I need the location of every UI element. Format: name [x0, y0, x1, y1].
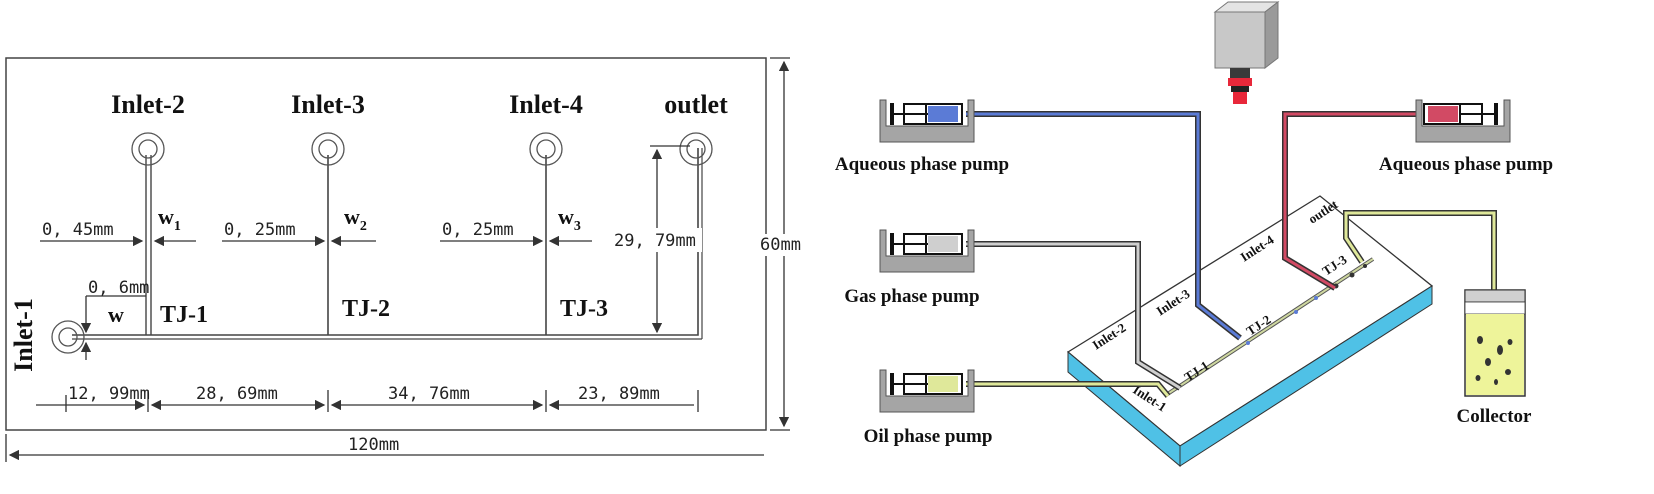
label-gas-pump: Gas phase pump — [844, 286, 979, 307]
width-callout-w: 0, 6mm w — [80, 278, 149, 360]
width-callout-w1: 0, 45mm w1 — [40, 204, 196, 247]
label-tj-2: TJ-2 — [342, 296, 390, 322]
port-inlet-1 — [51, 320, 85, 354]
svg-text:0, 25mm: 0, 25mm — [224, 220, 296, 240]
label-tj-3: TJ-3 — [560, 296, 608, 322]
svg-text:34, 76mm: 34, 76mm — [388, 384, 470, 404]
label-tj-1: TJ-1 — [160, 302, 208, 328]
svg-text:0, 25mm: 0, 25mm — [442, 220, 514, 240]
label-outlet: outlet — [664, 90, 728, 119]
pump-gas — [879, 229, 975, 273]
svg-text:29, 79mm: 29, 79mm — [614, 231, 696, 251]
svg-text:w2: w2 — [344, 204, 367, 234]
label-inlet-2: Inlet-2 — [111, 90, 185, 119]
microfluidic-chip: Inlet-1 Inlet-2 Inlet-3 Inlet-4 outlet T… — [1066, 195, 1434, 468]
dimension-outlet-height: 29, 79mm — [612, 145, 702, 334]
label-aqueous-pump-right: Aqueous phase pump — [1379, 154, 1553, 175]
pump-aqueous-right — [1415, 99, 1511, 143]
dimension-chip-height: 60mm — [758, 57, 808, 431]
label-inlet-4: Inlet-4 — [509, 90, 583, 119]
port-inlet-2 — [131, 132, 165, 166]
svg-text:w1: w1 — [158, 204, 181, 234]
dimension-chip-width: 120mm — [5, 434, 764, 462]
label-inlet-1: Inlet-1 — [9, 298, 38, 372]
port-inlet-4 — [529, 132, 563, 166]
tubing — [966, 111, 1497, 398]
label-oil-pump: Oil phase pump — [864, 426, 993, 447]
svg-text:28, 69mm: 28, 69mm — [196, 384, 278, 404]
svg-text:23, 89mm: 23, 89mm — [578, 384, 660, 404]
experimental-setup: Inlet-1 Inlet-2 Inlet-3 Inlet-4 outlet T… — [835, 0, 1553, 468]
svg-text:12, 99mm: 12, 99mm — [68, 384, 150, 404]
svg-text:w: w — [108, 302, 124, 327]
pump-aqueous-left — [879, 99, 975, 143]
port-outlet — [679, 132, 713, 166]
svg-text:60mm: 60mm — [760, 235, 801, 255]
pump-oil — [879, 369, 975, 413]
width-callout-w3: 0, 25mm w3 — [440, 204, 592, 247]
camera-icon — [1213, 0, 1280, 104]
svg-text:w3: w3 — [558, 204, 581, 234]
svg-text:0, 45mm: 0, 45mm — [42, 220, 114, 240]
label-inlet-3: Inlet-3 — [291, 90, 365, 119]
port-inlet-3 — [311, 132, 345, 166]
label-aqueous-pump-left: Aqueous phase pump — [835, 154, 1009, 175]
chip-schematic: Inlet-2 Inlet-3 Inlet-4 outlet Inlet-1 T… — [5, 57, 808, 462]
svg-text:120mm: 120mm — [348, 435, 399, 455]
dimension-segments: 12, 99mm 28, 69mm 34, 76mm 23, 89mm — [36, 384, 699, 412]
svg-text:0, 6mm: 0, 6mm — [88, 278, 149, 298]
main-channel — [72, 148, 699, 336]
label-collector: Collector — [1457, 406, 1532, 427]
collector-icon — [1464, 289, 1526, 397]
width-callout-w2: 0, 25mm w2 — [222, 204, 376, 247]
